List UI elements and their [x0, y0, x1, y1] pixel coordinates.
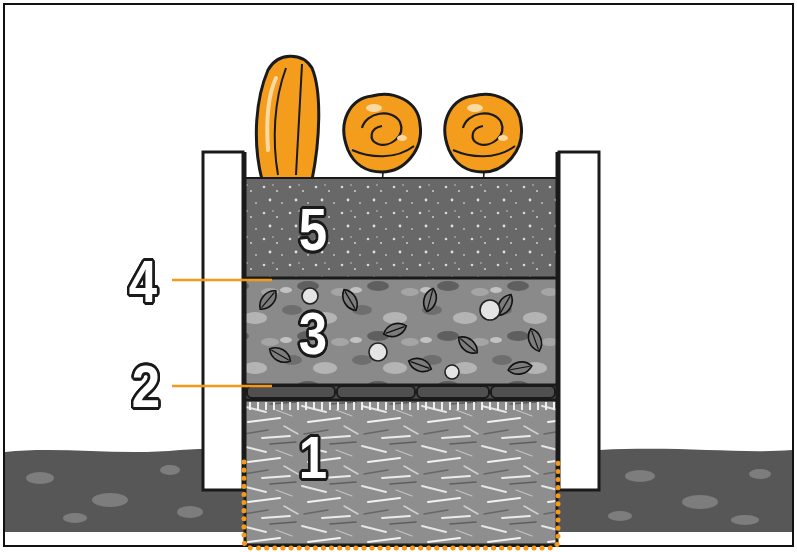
branch-layer-fill [245, 400, 557, 544]
leaves [256, 287, 545, 376]
bed-wall [203, 152, 243, 490]
bed-layer: 5 [245, 178, 557, 278]
grass-stubble [250, 402, 554, 410]
frame [4, 4, 793, 546]
rose-plant [344, 94, 421, 172]
callout-number: 2 [132, 357, 160, 417]
soil-layer-fill [245, 178, 557, 278]
callout-number: 5 [299, 200, 327, 260]
callout-number: 4 [129, 252, 157, 312]
bed-layer: 3 [245, 278, 557, 385]
cardboard-strips [247, 386, 555, 398]
layer-lines [245, 178, 557, 400]
rose-plant [445, 94, 522, 172]
compost-bits [302, 288, 500, 379]
cardboard-layer-fill [245, 385, 557, 400]
callout-number: 1 [299, 428, 327, 488]
compost-layer-fill [245, 278, 557, 385]
leader-line [172, 280, 272, 386]
callout-number: 3 [299, 304, 327, 364]
bed-container [245, 152, 557, 545]
bed-layer: 1 [245, 400, 557, 544]
wire-mesh [244, 462, 558, 548]
bed-wall [559, 152, 599, 490]
lettuce-plant [256, 56, 318, 180]
